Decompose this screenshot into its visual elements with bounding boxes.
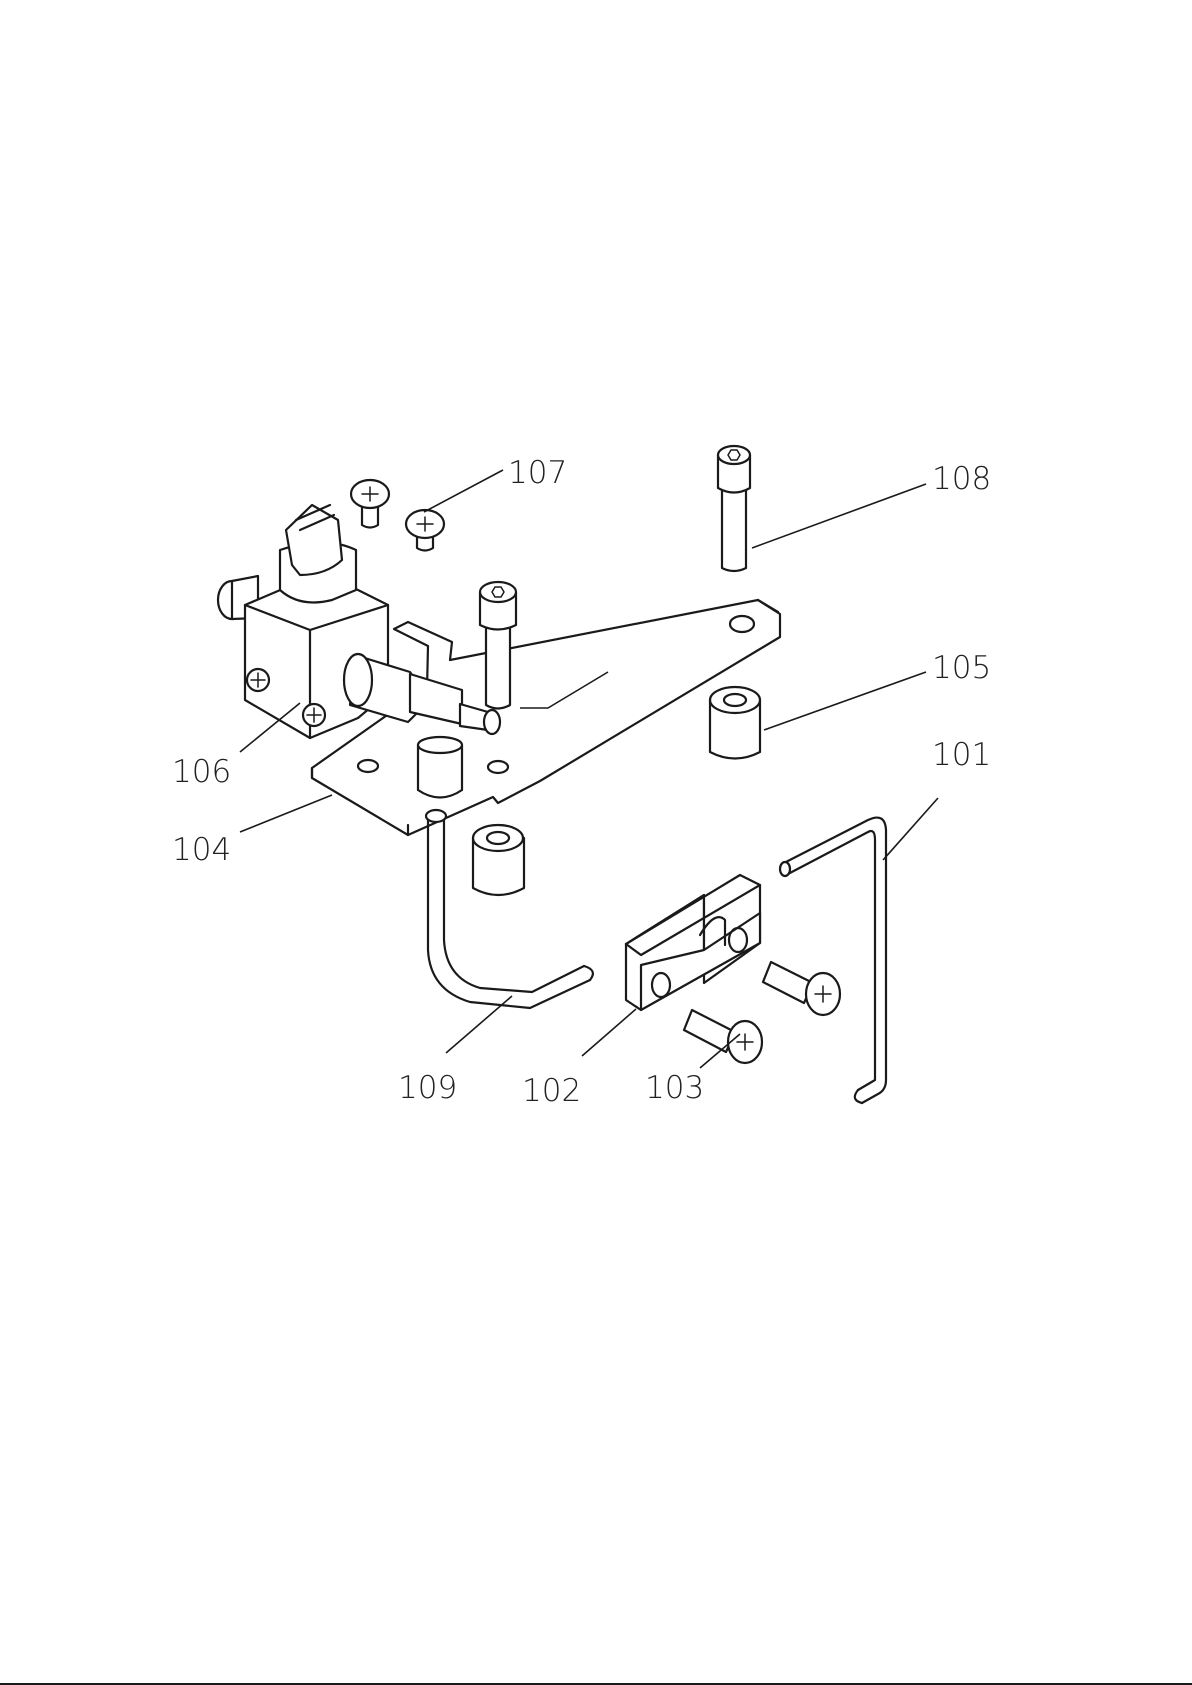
- part-102-clamp-block: [626, 875, 760, 1010]
- leader-105: [764, 672, 926, 730]
- leader-104: [240, 795, 332, 832]
- leader-108: [752, 484, 926, 548]
- leader-102: [582, 1009, 636, 1056]
- callout-101: 101: [932, 737, 991, 773]
- leader-107: [424, 470, 503, 512]
- callout-109: 109: [398, 1070, 457, 1106]
- callout-108: 108: [932, 461, 991, 497]
- callout-106: 106: [172, 754, 231, 790]
- callout-104: 104: [172, 832, 231, 868]
- callout-103: 103: [645, 1070, 704, 1106]
- part-101-bent-tube: [780, 818, 886, 1103]
- callout-107: 107: [508, 455, 567, 491]
- callout-105: 105: [932, 650, 991, 686]
- leader-101: [883, 798, 938, 860]
- callout-102: 102: [522, 1073, 581, 1109]
- part-107-pan-head-screws: [351, 480, 444, 551]
- leader-109: [446, 996, 512, 1053]
